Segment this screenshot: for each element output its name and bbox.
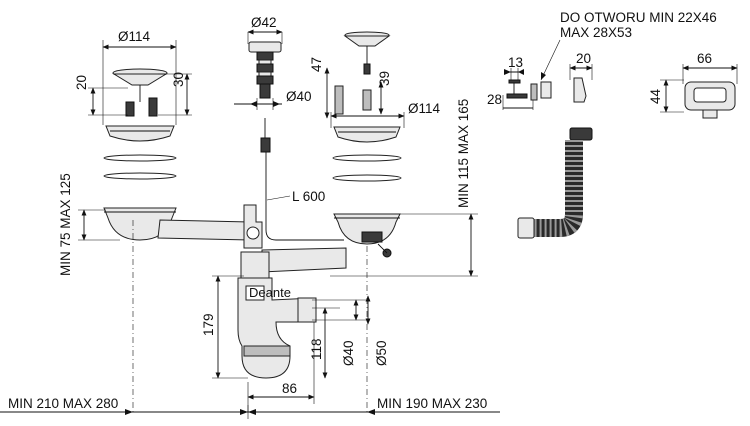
plug-piece-short bbox=[362, 89, 372, 111]
dim-min210-max280: MIN 210 MAX 280 bbox=[8, 396, 118, 411]
strainer-basket-right bbox=[343, 35, 391, 47]
dim-h20-left: 20 bbox=[74, 75, 89, 90]
overflow-cap bbox=[248, 41, 282, 53]
corrugated-hose bbox=[517, 127, 593, 239]
connection-pipe-left bbox=[157, 219, 251, 241]
overflow-stem bbox=[259, 83, 271, 99]
dim-l600: L 600 bbox=[292, 189, 325, 204]
sink-flange-left bbox=[105, 125, 175, 142]
overflow-cover-side bbox=[573, 77, 587, 103]
dim-d40: Ø40 bbox=[286, 89, 312, 104]
dim-h47: 47 bbox=[309, 57, 324, 72]
dim-d40-bottom: Ø40 bbox=[341, 340, 356, 366]
plug-piece-tall bbox=[334, 85, 344, 115]
right-strainer-group: 47 39 Ø114 bbox=[309, 31, 441, 412]
dim-d42: Ø42 bbox=[251, 15, 277, 30]
pushbutton-mechanism bbox=[361, 231, 383, 243]
dim-min115-max165: MIN 115 MAX 165 bbox=[456, 99, 471, 208]
dim-d114-right: Ø114 bbox=[408, 101, 441, 116]
dim-min75-max125: MIN 75 MAX 125 bbox=[58, 173, 73, 276]
sink-flange-right bbox=[333, 126, 401, 143]
cable-knob bbox=[260, 137, 271, 153]
overflow-ring-3 bbox=[256, 75, 274, 85]
plug-piece-right bbox=[148, 97, 158, 117]
connection-pipe-right bbox=[261, 247, 347, 273]
dim-w86: 86 bbox=[282, 381, 297, 396]
dim-h44: 44 bbox=[648, 88, 663, 104]
strainer-basket-left bbox=[112, 73, 168, 86]
overflow-detail-group: DO OTWORU MIN 22X46 MAX 28X53 13 28 20 6… bbox=[487, 10, 738, 239]
hole-size-line2: MAX 28X53 bbox=[560, 25, 632, 40]
siphon-group: Deante bbox=[237, 204, 347, 379]
hole-size-line1: DO OTWORU MIN 22X46 bbox=[560, 10, 717, 25]
svg-text:Deante: Deante bbox=[249, 285, 291, 300]
dim-min190-max230: MIN 190 MAX 230 bbox=[377, 396, 487, 411]
siphon-label bbox=[245, 285, 265, 301]
overflow-group: Ø42 Ø40 bbox=[234, 15, 312, 110]
left-strainer-group: Ø114 20 30 bbox=[74, 29, 192, 412]
gasket-left-2 bbox=[103, 172, 177, 180]
dim-h28: 28 bbox=[487, 92, 502, 107]
dim-h30: 30 bbox=[171, 72, 186, 87]
dim-w20-right: 20 bbox=[576, 51, 591, 66]
plug-piece-left bbox=[125, 101, 135, 117]
strainer-body-right bbox=[333, 213, 401, 245]
dim-d50: Ø50 bbox=[374, 340, 389, 366]
dim-h179: 179 bbox=[201, 313, 216, 336]
siphon-outlet bbox=[297, 297, 317, 323]
siphon-nut bbox=[243, 345, 291, 357]
overflow-ring-2 bbox=[256, 63, 274, 73]
siphon-inlet bbox=[240, 251, 270, 279]
dim-h118: 118 bbox=[309, 338, 324, 360]
overflow-ring-1 bbox=[256, 51, 274, 61]
dim-h39: 39 bbox=[377, 71, 392, 86]
dim-w13: 13 bbox=[508, 55, 523, 70]
dim-w66: 66 bbox=[697, 51, 712, 66]
dim-d114-top: Ø114 bbox=[118, 29, 151, 44]
gasket-left-1 bbox=[103, 154, 177, 162]
